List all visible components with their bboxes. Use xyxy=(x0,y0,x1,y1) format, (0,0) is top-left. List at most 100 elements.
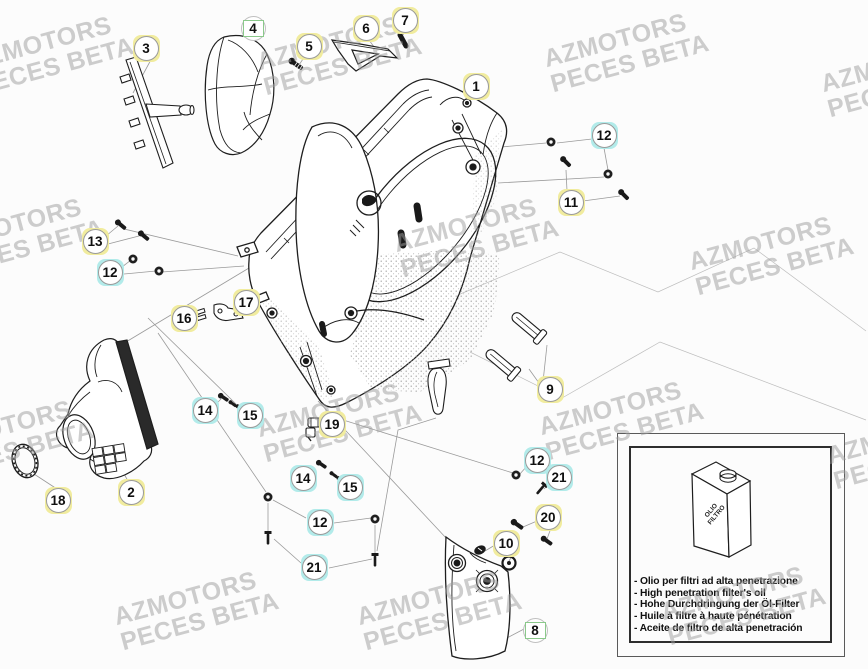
callout-circle xyxy=(524,447,550,473)
info-line: - Huile à filtre à haute pénétration xyxy=(634,611,792,623)
info-line: - Hohe Durchdringung der Öl-Filter xyxy=(634,599,800,611)
filter-oil-descriptions: - Olio per filtri ad alta penetrazione -… xyxy=(634,576,830,635)
callout-6[interactable]: 6 xyxy=(352,14,380,42)
callout-selected-frame xyxy=(242,19,264,37)
callout-4[interactable]: 4 xyxy=(240,15,267,42)
callout-number: 4 xyxy=(249,20,257,36)
callout-1[interactable]: 1 xyxy=(462,72,490,100)
part-2-intake-boot xyxy=(55,338,159,480)
callout-number: 14 xyxy=(197,402,213,418)
callout-number: 18 xyxy=(50,492,66,508)
callout-8[interactable]: 8 xyxy=(522,617,549,644)
part-4-air-scoop xyxy=(204,34,275,156)
fasteners xyxy=(114,137,630,571)
callout-circle xyxy=(133,35,159,61)
callout-18[interactable]: 18 xyxy=(44,486,72,514)
callout-17[interactable]: 17 xyxy=(232,288,260,316)
part-6-triangle-bracket xyxy=(330,39,399,72)
callout-13[interactable]: 13 xyxy=(81,227,109,255)
callout-number: 19 xyxy=(324,416,340,432)
callout-number: 5 xyxy=(305,38,313,54)
callout-7[interactable]: 7 xyxy=(391,6,419,34)
callout-9[interactable]: 9 xyxy=(536,375,564,403)
part-1-airbox xyxy=(236,78,508,408)
callout-11[interactable]: 11 xyxy=(557,188,585,216)
callout-number: 1 xyxy=(472,78,480,94)
callout-number: 20 xyxy=(540,509,556,525)
callout-3[interactable]: 3 xyxy=(132,34,160,62)
callout-number: 6 xyxy=(362,20,370,36)
part-8-mud-flap xyxy=(444,535,511,660)
callout-circle xyxy=(192,397,218,423)
callout-circle xyxy=(319,411,345,437)
callout-circle xyxy=(558,189,584,215)
callout-circle xyxy=(591,122,617,148)
callout-circle xyxy=(171,305,197,331)
callout-circle xyxy=(392,7,418,33)
callout-number: 7 xyxy=(401,12,409,28)
callout-15[interactable]: 15 xyxy=(336,473,364,501)
part-19-clamp xyxy=(305,417,322,442)
callout-2[interactable]: 2 xyxy=(117,478,145,506)
callout-number: 9 xyxy=(546,381,554,397)
callout-19[interactable]: 19 xyxy=(318,410,346,438)
callout-16[interactable]: 16 xyxy=(170,304,198,332)
callout-number: 8 xyxy=(531,622,539,638)
callout-14[interactable]: 14 xyxy=(191,396,219,424)
callout-circle xyxy=(296,33,322,59)
callout-circle xyxy=(118,479,144,505)
callout-12[interactable]: 12 xyxy=(306,508,334,536)
callout-selected-frame xyxy=(524,621,546,639)
callout-circle xyxy=(233,289,259,315)
callout-number: 12 xyxy=(596,127,612,143)
callout-circle xyxy=(353,15,379,41)
callout-number: 11 xyxy=(563,194,579,210)
callout-circle xyxy=(45,487,71,513)
info-line: - High penetration filter's oil xyxy=(634,587,766,599)
callout-circle xyxy=(237,402,263,428)
callout-number: 13 xyxy=(87,233,103,249)
callout-circle xyxy=(493,530,519,556)
part-5-screw xyxy=(288,57,304,71)
callout-circle xyxy=(307,509,333,535)
callout-number: 16 xyxy=(176,310,192,326)
callout-number: 15 xyxy=(242,407,258,423)
callout-12[interactable]: 12 xyxy=(590,121,618,149)
callout-number: 17 xyxy=(238,294,254,310)
info-box-inner-border xyxy=(629,446,832,643)
callout-21[interactable]: 21 xyxy=(300,553,328,581)
info-box-outer-border xyxy=(617,433,845,657)
callout-number: 21 xyxy=(306,559,322,575)
oil-bottle xyxy=(690,461,752,558)
callout-12[interactable]: 12 xyxy=(96,258,124,286)
callout-circle xyxy=(535,504,561,530)
callout-number: 12 xyxy=(312,514,328,530)
callout-circle xyxy=(537,376,563,402)
part-3-bracket-plate xyxy=(119,56,195,169)
callout-number: 3 xyxy=(142,40,150,56)
callout-number: 14 xyxy=(295,470,311,486)
callout-15[interactable]: 15 xyxy=(236,401,264,429)
callout-circle xyxy=(82,228,108,254)
callout-5[interactable]: 5 xyxy=(295,32,323,60)
callout-21[interactable]: 21 xyxy=(545,463,573,491)
callout-20[interactable]: 20 xyxy=(534,503,562,531)
callout-10[interactable]: 10 xyxy=(492,529,520,557)
callout-number: 21 xyxy=(551,469,567,485)
callout-circle xyxy=(97,259,123,285)
callout-circle xyxy=(337,474,363,500)
callout-number: 15 xyxy=(342,479,358,495)
part-9-clips xyxy=(427,312,548,415)
callout-circle xyxy=(290,465,316,491)
callout-14[interactable]: 14 xyxy=(289,464,317,492)
info-line: - Aceite de filtro de alta penetración xyxy=(634,622,803,634)
callout-number: 10 xyxy=(498,535,514,551)
callout-number: 2 xyxy=(127,484,135,500)
callout-circle xyxy=(463,73,489,99)
info-line: - Olio per filtri ad alta penetrazione xyxy=(634,576,798,587)
callout-number: 12 xyxy=(102,264,118,280)
callout-circle xyxy=(546,464,572,490)
callout-circle xyxy=(301,554,327,580)
